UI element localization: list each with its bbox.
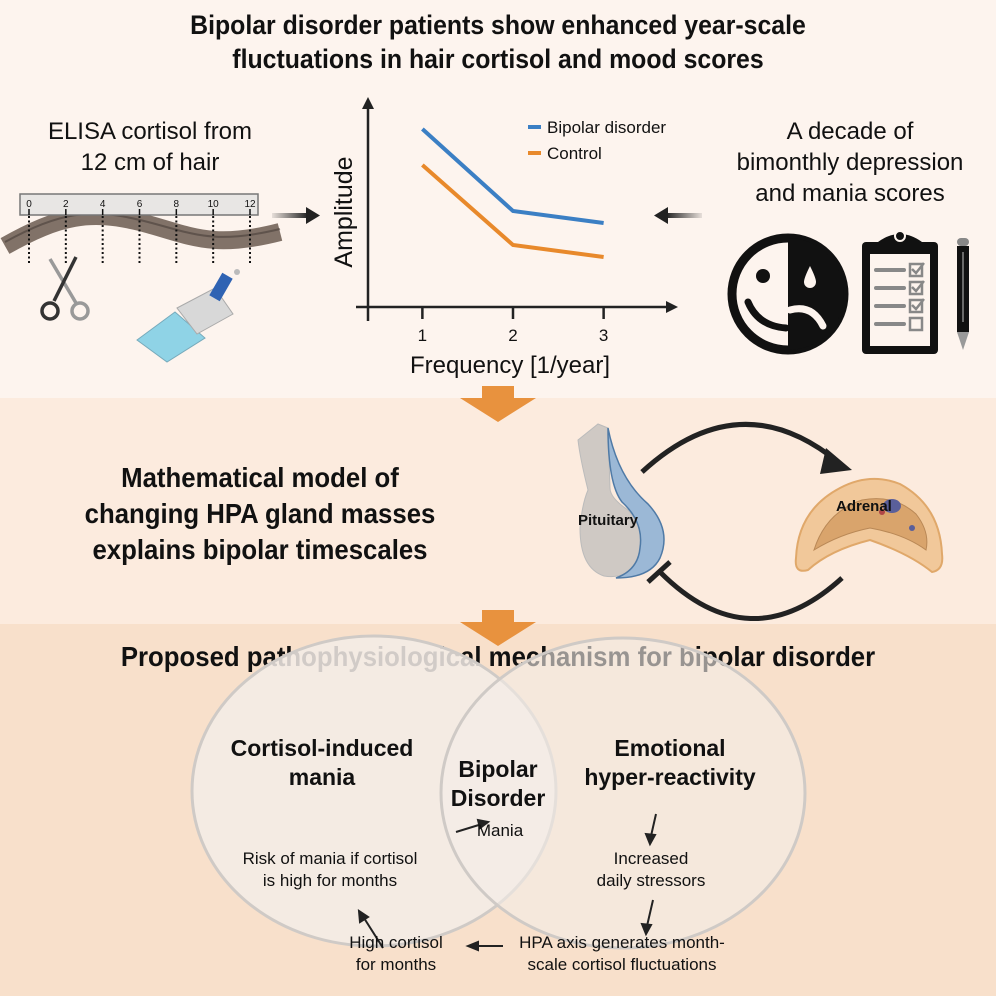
hair-caption-line1: ELISA cortisol from <box>47 118 253 145</box>
x-tick-label: 2 <box>508 326 517 345</box>
stressors-line2: daily stressors <box>596 871 706 890</box>
hpa-line1: HPA axis generates month- <box>519 933 725 952</box>
ruler-tick-label: 12 <box>244 199 256 210</box>
inhibition-arrow <box>658 570 844 621</box>
ruler-tick-label: 2 <box>63 199 69 210</box>
center-title-line1: Bipolar <box>458 756 538 782</box>
risk-of-mania-text: Risk of mania if cortisol is high for mo… <box>220 848 440 892</box>
left-circle-title: Cortisol-induced mania <box>222 734 422 792</box>
stressors-text: Increased daily stressors <box>566 848 736 892</box>
series-line-bipolar-disorder <box>421 127 604 225</box>
pituitary-gland-illustration <box>577 423 665 579</box>
ruler-hair-illustration: 0 2 4 6 8 10 12 <box>0 193 283 265</box>
hpa-axis-text: HPA axis generates month- scale cortisol… <box>504 932 740 976</box>
mood-caption-line2: bimonthly depression <box>736 149 964 176</box>
arrow-reactivity-to-stressors <box>650 813 657 837</box>
ruler-tick-label: 4 <box>100 199 106 210</box>
arrow-stressors-to-hpa <box>646 899 654 927</box>
high-cortisol-line2: for months <box>355 955 437 974</box>
left-circle-title-line2: mania <box>288 764 356 790</box>
panel-hair-cortisol: Bipolar disorder patients show enhanced … <box>0 0 996 398</box>
pituitary-label: Pituitary <box>578 512 639 529</box>
venn-diagram <box>190 634 807 952</box>
panel-hpa-model: Mathematical model of changing HPA gland… <box>0 386 996 624</box>
hpa-line2: scale cortisol fluctuations <box>527 955 717 974</box>
hair-caption-line2: 12 cm of hair <box>80 149 220 176</box>
x-axis-label: Frequency [1/year] <box>410 352 610 379</box>
ruler-tick-label: 10 <box>208 199 220 210</box>
x-tick-label: 3 <box>599 326 608 345</box>
right-circle-title-line1: Emotional <box>614 735 726 761</box>
risk-line2: is high for months <box>262 871 398 890</box>
center-title: Bipolar Disorder <box>430 755 566 813</box>
adrenal-gland-illustration <box>794 477 944 574</box>
panel2-title-line3: explains bipolar timescales <box>92 534 428 565</box>
ruler-tick-label: 0 <box>26 199 32 210</box>
happy-sad-face-icon <box>727 233 849 355</box>
right-circle-title-line2: hyper-reactivity <box>584 764 756 790</box>
ruler-tick-label: 8 <box>174 199 180 210</box>
panel2-title-line1: Mathematical model of <box>121 462 399 493</box>
panel1-title-line2: fluctuations in hair cortisol and mood s… <box>232 44 764 74</box>
arrow-risk-to-mania <box>455 823 483 833</box>
stimulation-arrow <box>640 422 840 474</box>
high-cortisol-line1: High cortisol <box>349 933 443 952</box>
ruler-tick-label: 6 <box>137 199 143 210</box>
scissors-icon <box>40 256 90 321</box>
arrow-high-cortisol-to-risk <box>363 917 384 949</box>
legend-label: Control <box>547 144 602 163</box>
panel2-title: Mathematical model of changing HPA gland… <box>58 460 463 568</box>
mood-caption-line1: A decade of <box>786 118 914 145</box>
right-circle-title: Emotional hyper-reactivity <box>560 734 780 792</box>
hair-caption: ELISA cortisol from 12 cm of hair <box>10 116 290 178</box>
flow-arrow-down-icon <box>460 386 536 422</box>
panel2-title-line2: changing HPA gland masses <box>84 498 436 529</box>
x-axis-arrowhead-icon <box>666 301 678 313</box>
pencil-icon <box>957 238 969 350</box>
clipboard-checklist-icon <box>862 230 938 354</box>
series-line-control <box>421 163 604 259</box>
arrow-right-icon <box>272 207 320 224</box>
mood-caption-line3: and mania scores <box>755 180 945 207</box>
left-circle-title-line1: Cortisol-induced <box>230 735 414 761</box>
panel3-title: Proposed pathophysiological mechanism fo… <box>120 641 876 672</box>
inhibition-bar-icon <box>646 560 672 584</box>
risk-line1: Risk of mania if cortisol <box>242 849 418 868</box>
x-tick-label: 1 <box>418 326 427 345</box>
panel1-title-line1: Bipolar disorder patients show enhanced … <box>190 10 806 40</box>
hpa-feedback-loop <box>640 422 852 621</box>
y-axis-arrowhead-icon <box>362 97 374 109</box>
pipette-plate-icon <box>136 269 240 363</box>
arrowhead-icon <box>820 448 852 474</box>
mania-label: Mania <box>476 821 524 840</box>
legend-label: Bipolar disorder <box>547 118 666 137</box>
venn-right-circle <box>439 636 807 950</box>
arrow-left-icon <box>654 207 702 224</box>
panel-mechanism: Proposed pathophysiological mechanism fo… <box>0 610 996 996</box>
high-cortisol-text: High cortisol for months <box>326 932 466 976</box>
stressors-line1: Increased <box>613 849 689 868</box>
mood-scores-caption: A decade of bimonthly depression and man… <box>710 116 990 209</box>
adrenal-label: Adrenal <box>836 498 892 515</box>
panel1-title: Bipolar disorder patients show enhanced … <box>40 8 956 76</box>
flow-arrow-down-icon-2 <box>460 610 536 646</box>
center-title-line2: Disorder <box>450 785 546 811</box>
y-axis-label: Amplitude <box>330 156 358 267</box>
